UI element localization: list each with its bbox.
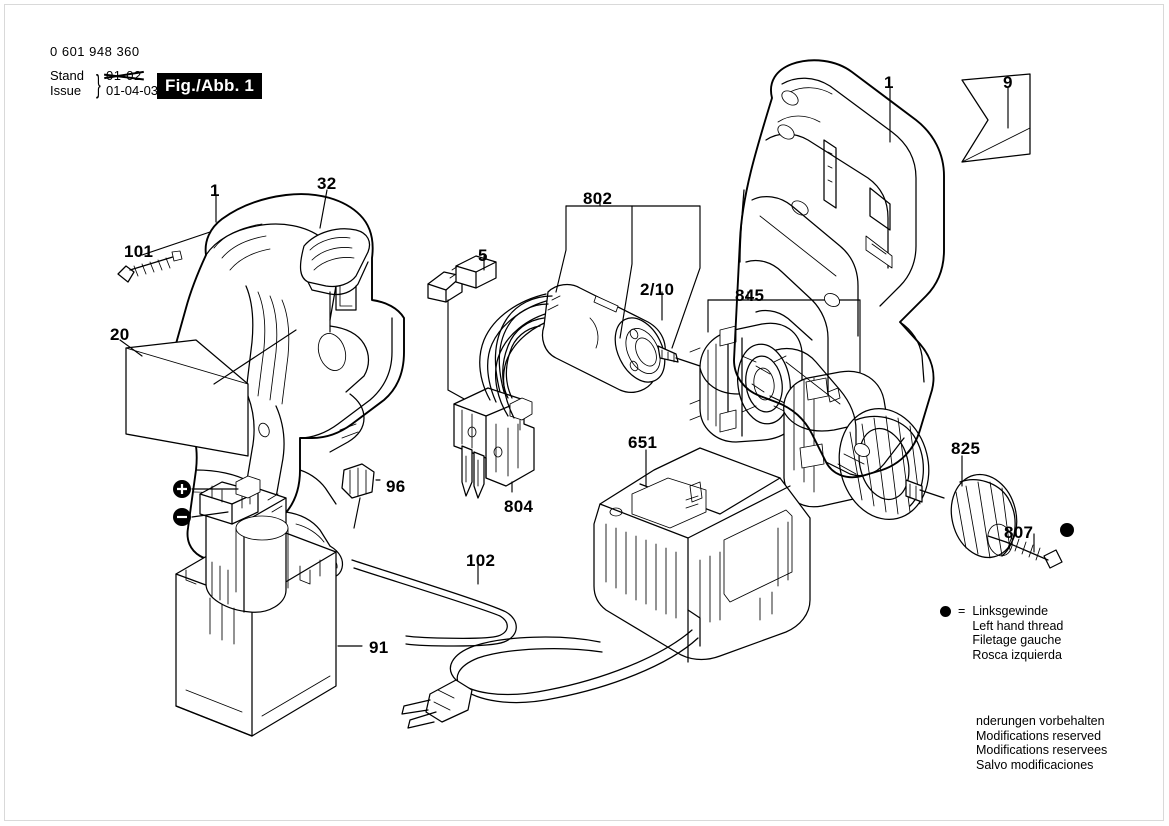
- callout-chuck-screw-807: 807: [1004, 523, 1034, 542]
- callout-switch-804: 804: [504, 497, 534, 516]
- lead-20: [119, 339, 143, 357]
- callout-rod-102: 102: [466, 551, 496, 570]
- legend-line-en: Left hand thread: [972, 618, 1064, 633]
- callout-battery-91: 91: [369, 638, 389, 657]
- screw-807-part: [987, 535, 1063, 569]
- disclaimer-line-en: Modifications reserved: [976, 728, 1102, 743]
- gear-housing-part: [783, 370, 1018, 559]
- switch-804-part: [453, 293, 557, 499]
- motor-802-part: [494, 283, 701, 399]
- callout-gearbox-845: 845: [735, 286, 765, 305]
- left-hand-thread-legend: = Linksgewinde Left hand thread Filetage…: [940, 604, 1063, 662]
- label-plate-9-part: [961, 73, 1031, 163]
- figure-badge: Fig./Abb. 1: [157, 73, 263, 99]
- housing-right-shell: [733, 59, 945, 479]
- charger-651-part: [401, 447, 811, 729]
- issue-block: Stand Issue } 01-02 01-04-03: [50, 68, 310, 102]
- callout-pinion-2-10: 2/10: [640, 280, 675, 299]
- lead-96-b: [353, 497, 361, 529]
- part-number: 0 601 948 360: [50, 44, 140, 59]
- bracket-802: [555, 197, 701, 349]
- battery-91-part: [175, 475, 337, 737]
- issue-date: 01-04-03: [106, 83, 159, 98]
- selector-5-part: [427, 255, 497, 303]
- callout-housing-left: 1: [210, 181, 220, 200]
- rod-102-part: [351, 559, 517, 647]
- stand-label: Stand: [50, 68, 84, 83]
- issue-labels: Stand Issue: [50, 68, 84, 98]
- callout-selector-5: 5: [478, 246, 488, 265]
- legend-line-es: Rosca izquierda: [972, 647, 1062, 662]
- left-thread-symbol-icon: [940, 606, 951, 617]
- left-thread-dot-807: [1060, 523, 1074, 537]
- screw-101-part: [117, 250, 183, 283]
- lead-101: [141, 231, 211, 256]
- lead-32: [319, 189, 328, 229]
- lead-housing-interior: [213, 329, 297, 385]
- modifications-disclaimer: nderungen vorbehalten Modifications rese…: [976, 714, 1107, 772]
- stand-date-struck: 01-02: [106, 68, 142, 83]
- nameplate-20-part: [125, 339, 249, 457]
- callout-clip-96: 96: [386, 477, 406, 496]
- callout-motor-802: 802: [583, 189, 613, 208]
- legend-line-fr: Filetage gauche: [972, 633, 1062, 647]
- issue-dates: 01-02 01-04-03: [106, 68, 158, 98]
- brace-glyph: }: [96, 69, 101, 99]
- callout-chuck-825: 825: [951, 439, 981, 458]
- issue-label: Issue: [50, 83, 82, 98]
- callout-screw-101: 101: [124, 242, 154, 261]
- callout-charger-651: 651: [628, 433, 658, 452]
- callout-label-plate-9: 9: [1003, 73, 1013, 92]
- legend-line-de: Linksgewinde: [972, 604, 1049, 618]
- disclaimer-line-de: nderungen vorbehalten: [976, 714, 1105, 728]
- disclaimer-line-fr: Modifications reservees: [976, 743, 1108, 757]
- terminal-markers: [173, 480, 239, 526]
- callout-housing-right: 1: [884, 73, 894, 92]
- callout-nameplate-20: 20: [110, 325, 130, 344]
- clip-96-part: [341, 463, 375, 499]
- gearbox-845-part: [689, 322, 803, 443]
- legend-equals: =: [958, 604, 966, 618]
- callout-clip-32: 32: [317, 174, 337, 193]
- disclaimer-line-es: Salvo modificaciones: [976, 757, 1094, 772]
- document-header: 0 601 948 360 Stand Issue } 01-02 01-04-…: [50, 44, 310, 102]
- clip-32-part: [299, 228, 371, 296]
